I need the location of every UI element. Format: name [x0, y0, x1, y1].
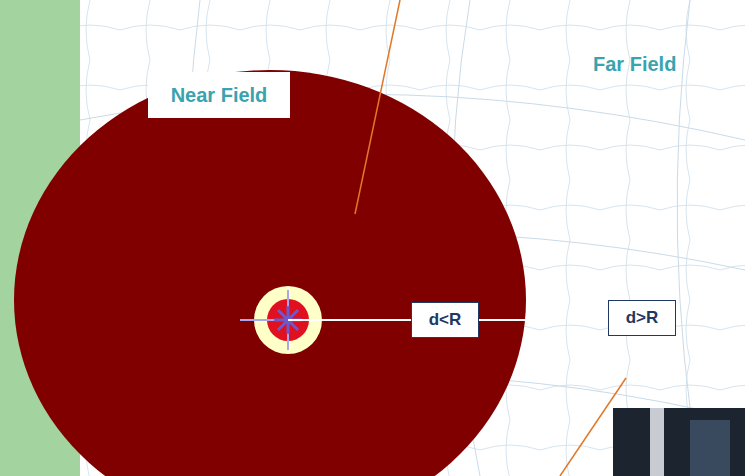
near-field-region: [14, 70, 526, 476]
region-label: Far Field: [593, 53, 676, 76]
distance-box: d<R: [411, 302, 479, 338]
region-label-box: Near Field: [148, 72, 290, 118]
node-text: d<R: [429, 310, 462, 330]
photo-detail: [690, 420, 730, 476]
photo: [613, 408, 745, 476]
leader-line: [355, 0, 400, 214]
distance-box: d>R: [608, 300, 676, 336]
node-text: Near Field: [171, 84, 268, 107]
node-text: d>R: [626, 308, 659, 328]
arrow-head: [544, 314, 556, 326]
leader-line: [560, 378, 626, 476]
photo-detail: [650, 408, 664, 476]
